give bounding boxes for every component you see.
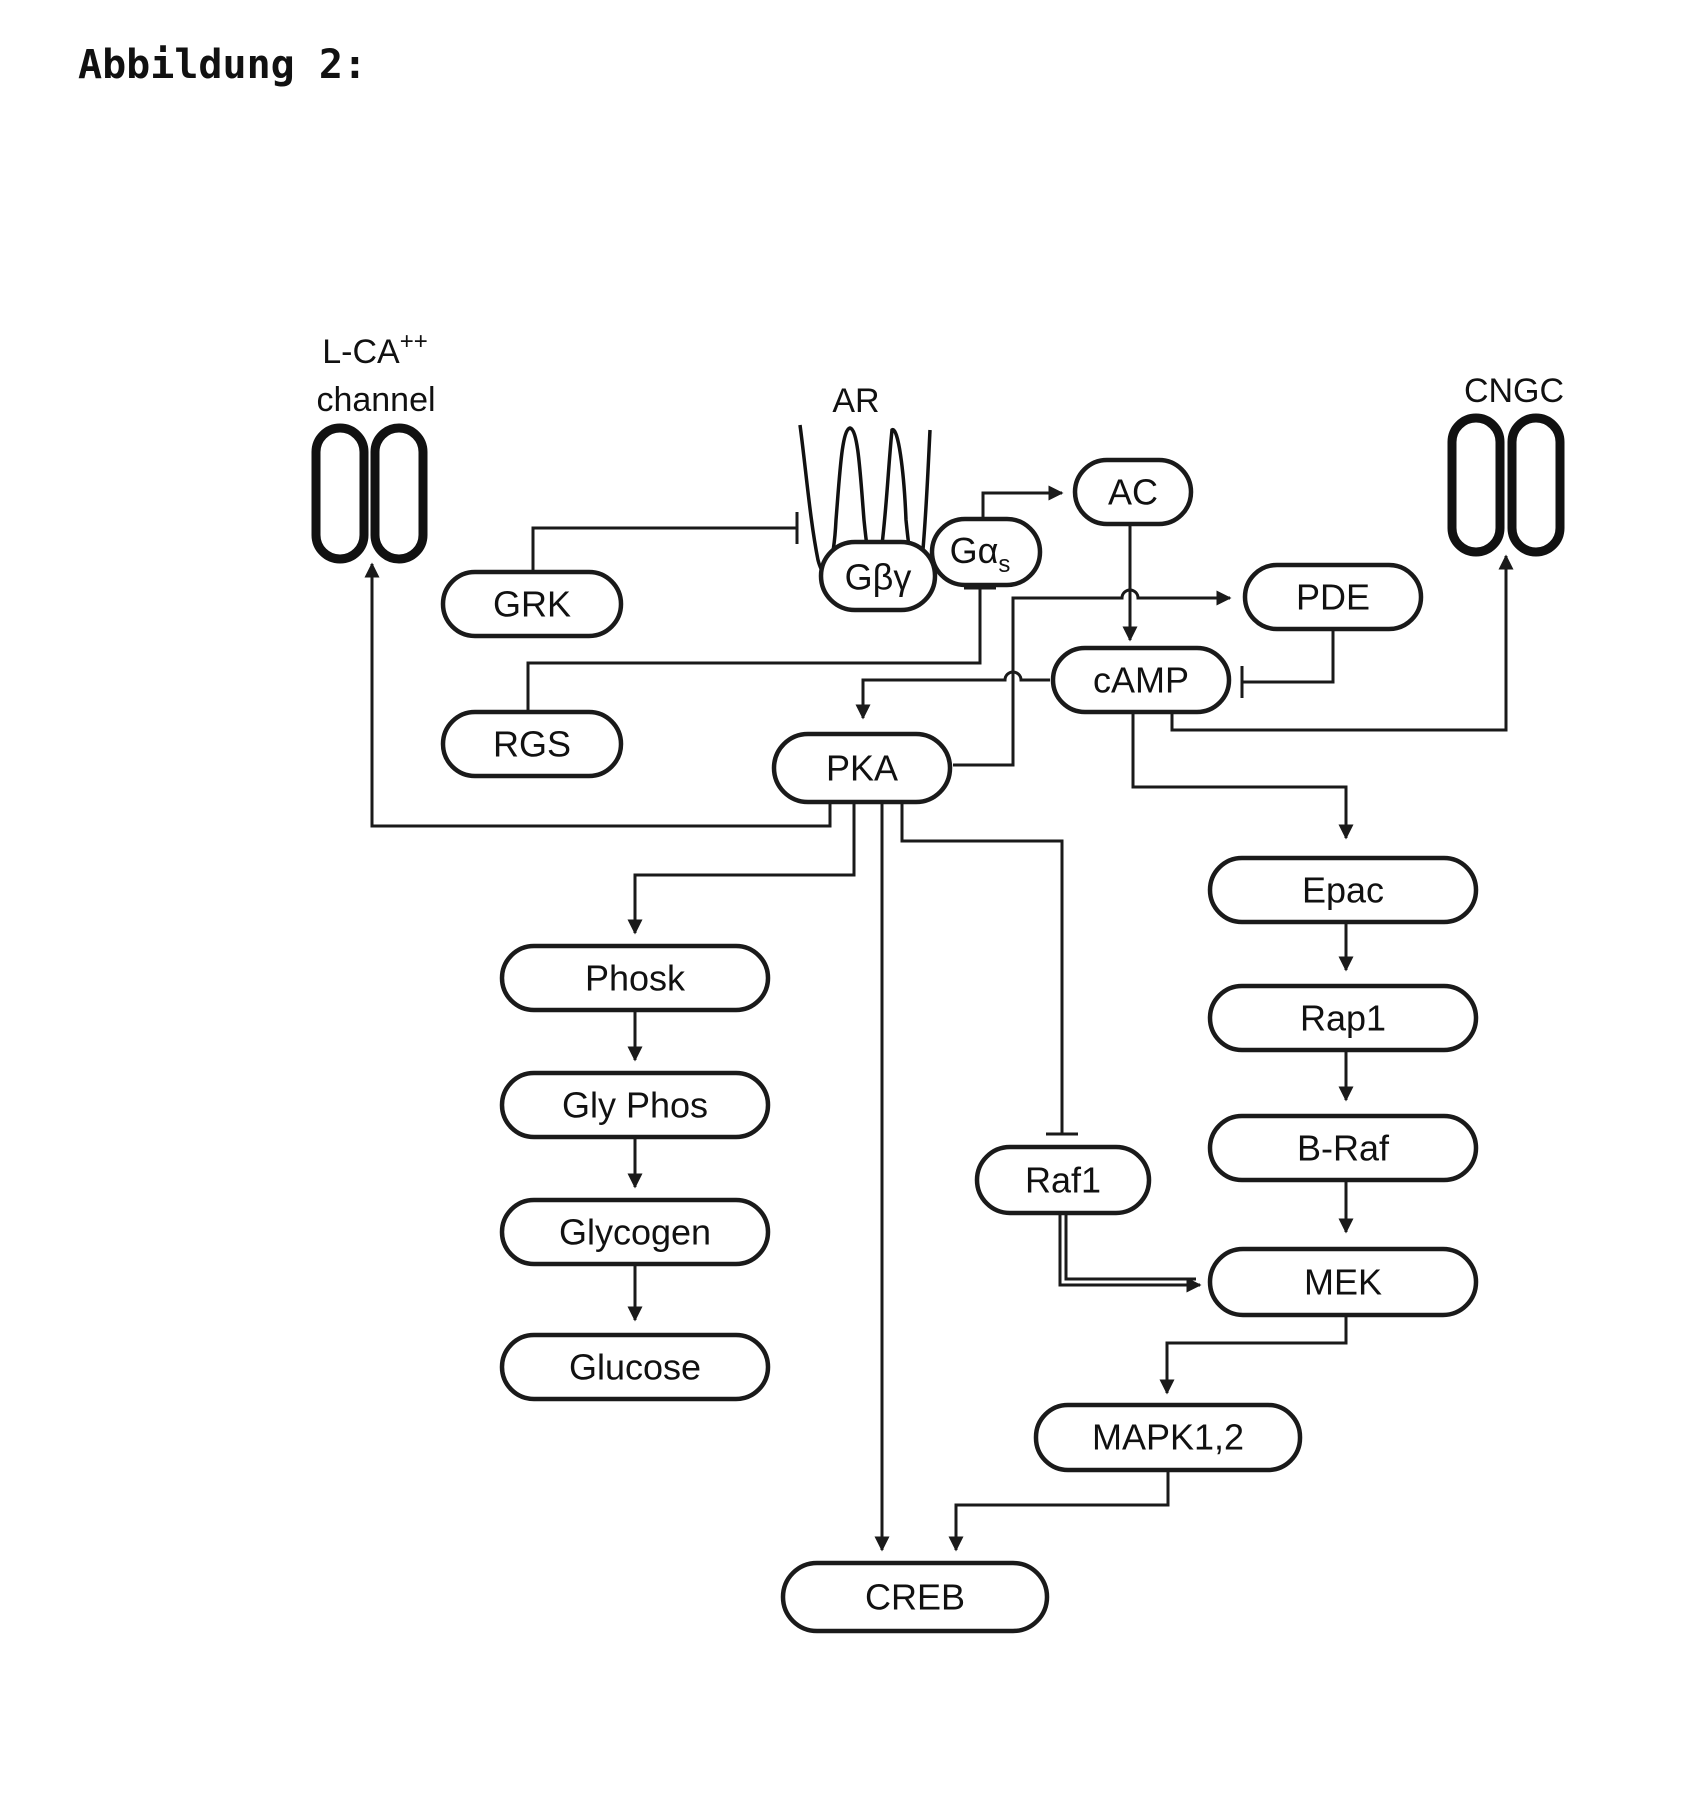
node-glyphos: Gly Phos: [502, 1073, 768, 1137]
node-glucose: Glucose: [502, 1335, 768, 1399]
svg-text:CREB: CREB: [865, 1577, 965, 1618]
cngc-channel-icon: [1452, 418, 1560, 552]
svg-text:MAPK1,2: MAPK1,2: [1092, 1417, 1244, 1458]
node-braf: B-Raf: [1210, 1116, 1476, 1180]
svg-text:PDE: PDE: [1296, 577, 1370, 618]
lca-channel-label-line2: channel: [316, 381, 435, 419]
node-creb: CREB: [783, 1563, 1047, 1631]
node-epac: Epac: [1210, 858, 1476, 922]
svg-text:Glycogen: Glycogen: [559, 1212, 711, 1253]
svg-text:B-Raf: B-Raf: [1297, 1128, 1390, 1169]
node-phosk: Phosk: [502, 946, 768, 1010]
node-gas: Gαs: [932, 519, 1040, 585]
svg-text:cAMP: cAMP: [1093, 660, 1189, 701]
svg-text:MEK: MEK: [1304, 1262, 1382, 1303]
node-camp: cAMP: [1053, 648, 1229, 712]
svg-text:GRK: GRK: [493, 584, 571, 625]
svg-text:Glucose: Glucose: [569, 1347, 701, 1388]
lca-channel-icon: [316, 428, 423, 559]
svg-text:AC: AC: [1108, 472, 1158, 513]
svg-text:RGS: RGS: [493, 724, 571, 765]
node-glycogen: Glycogen: [502, 1200, 768, 1264]
lca-channel-label: L-CA++: [322, 328, 428, 371]
node-ac: AC: [1075, 460, 1191, 524]
cngc-label: CNGC: [1464, 372, 1564, 410]
edge-raf1-mek-2: [1066, 1213, 1196, 1279]
edge-grk-ar: [533, 528, 797, 572]
svg-text:Gly Phos: Gly Phos: [562, 1085, 708, 1126]
svg-text:PKA: PKA: [826, 748, 898, 789]
node-rgs: RGS: [443, 712, 621, 776]
edge-mapk-creb: [956, 1470, 1168, 1550]
edge-pde-camp: [1242, 628, 1333, 682]
svg-text:Phosk: Phosk: [585, 958, 686, 999]
node-pde: PDE: [1245, 565, 1421, 629]
edge-pka-raf1: [902, 802, 1062, 1134]
node-pka: PKA: [774, 734, 950, 802]
edge-camp-pka: [863, 672, 1050, 718]
svg-text:Raf1: Raf1: [1025, 1160, 1101, 1201]
svg-text:Rap1: Rap1: [1300, 998, 1386, 1039]
svg-text:Gβγ: Gβγ: [845, 557, 912, 598]
edge-mek-mapk: [1167, 1315, 1346, 1393]
node-gby: Gβγ: [821, 542, 935, 610]
node-mapk: MAPK1,2: [1036, 1405, 1300, 1470]
node-grk: GRK: [443, 572, 621, 636]
edge-pka-phosk: [635, 802, 854, 933]
edge-gas-ac: [983, 493, 1062, 519]
edge-raf1-mek: [1060, 1213, 1200, 1285]
node-rap1: Rap1: [1210, 986, 1476, 1050]
node-raf1: Raf1: [977, 1147, 1149, 1213]
svg-text:Epac: Epac: [1302, 870, 1384, 911]
ar-label: AR: [832, 382, 879, 420]
node-mek: MEK: [1210, 1249, 1476, 1315]
